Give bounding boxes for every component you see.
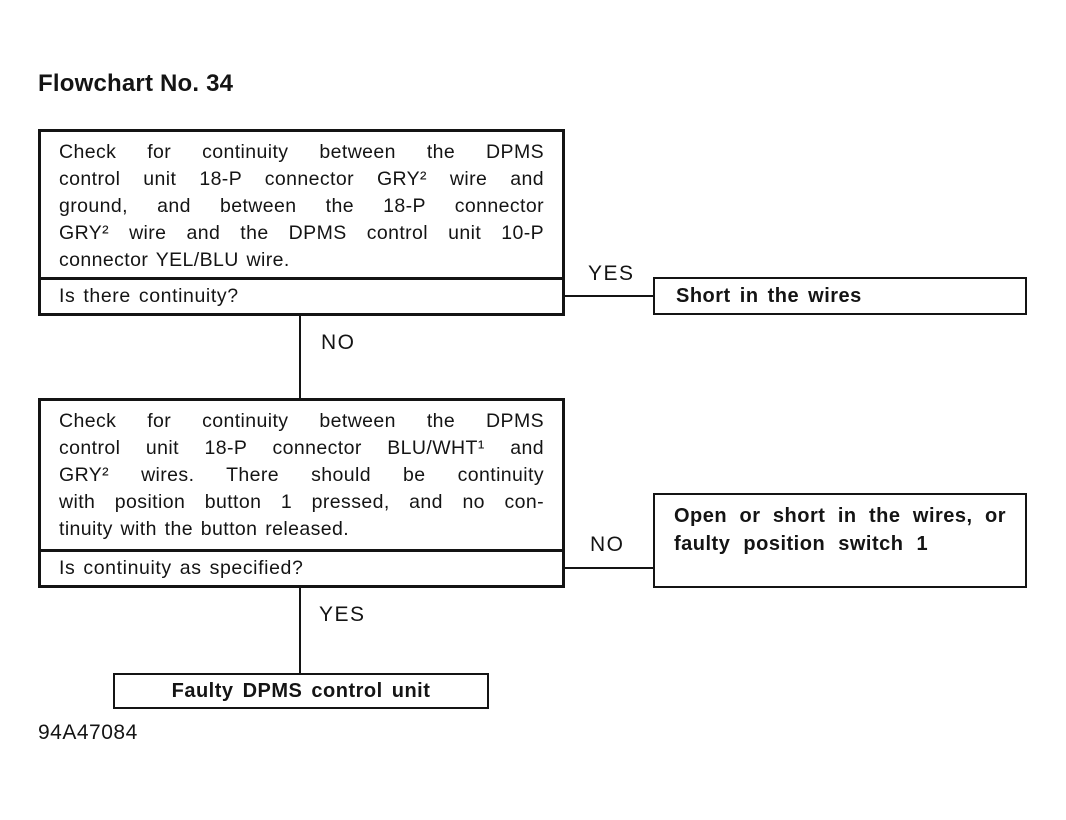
result-text: Faulty DPMS control unit [171,679,431,702]
decision-box-2: Check for continuity between the DPMS co… [38,398,565,588]
connector-line-yes-2 [299,588,301,673]
connector-line-no-2 [565,567,653,569]
statement-line: Check for continuity between the DPMS [59,410,544,432]
figure-code: 94A47084 [38,721,138,744]
branch-label-yes-2: YES [319,603,366,626]
decision-box-2-statement: Check for continuity between the DPMS co… [41,401,562,549]
statement-line: with position button 1 pressed, and no c… [59,491,544,513]
statement-line: control unit 18-P connector BLU/WHT¹ and [59,437,544,459]
result-box-short-in-wires: Short in the wires [653,277,1027,315]
decision-box-1-question: Is there continuity? [41,277,562,313]
result-text: Short in the wires [676,284,862,307]
statement-line: GRY² wire and the DPMS control unit 10-P [59,222,544,244]
result-box-faulty-dpms-control-unit: Faulty DPMS control unit [113,673,489,709]
connector-line-yes-1 [565,295,653,297]
statement-line: ground, and between the 18-P connector [59,195,544,217]
statement-line: tinuity with the button released. [59,518,350,540]
decision-box-1: Check for continuity between the DPMS co… [38,129,565,316]
branch-label-no-1: NO [321,331,356,354]
question-text: Is there continuity? [59,285,239,307]
decision-box-2-question: Is continuity as specified? [41,549,562,585]
result-text-line: Open or short in the wires, or [674,505,1006,527]
decision-box-1-statement: Check for continuity between the DPMS co… [41,132,562,277]
statement-line: GRY² wires. There should be continuity [59,464,544,486]
result-box-open-or-short: Open or short in the wires, or faulty po… [653,493,1027,588]
statement-line: Check for continuity between the DPMS [59,141,544,163]
question-text: Is continuity as specified? [59,557,304,579]
branch-label-yes-1: YES [588,262,635,285]
page-title: Flowchart No. 34 [38,70,234,97]
result-text-line: faulty position switch 1 [674,533,929,555]
statement-line: connector YEL/BLU wire. [59,249,290,271]
connector-line-no-1 [299,316,301,398]
branch-label-no-2: NO [590,533,625,556]
statement-line: control unit 18-P connector GRY² wire an… [59,168,544,190]
